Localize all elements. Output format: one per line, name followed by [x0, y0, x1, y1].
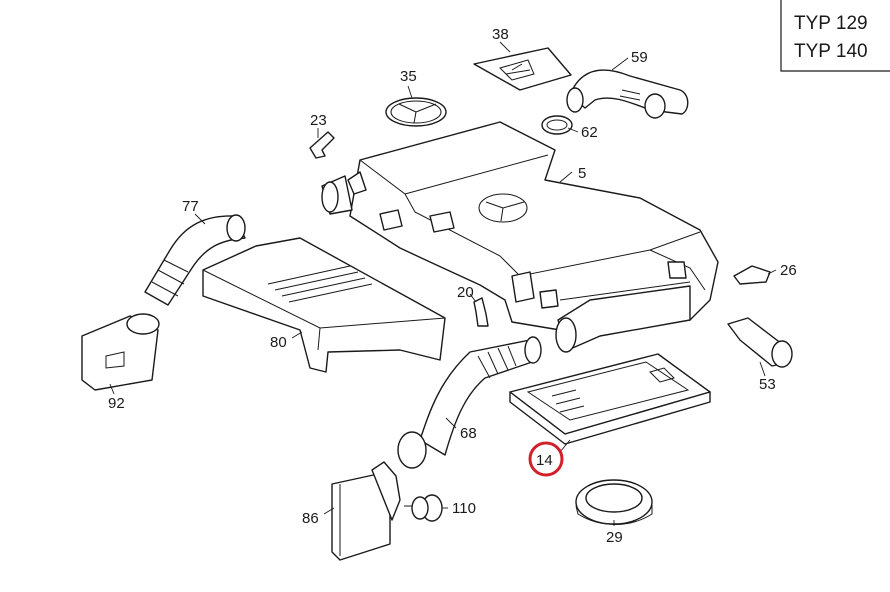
part-92-air-intake[interactable] [81, 313, 160, 391]
label-5: 5 [578, 165, 586, 182]
label-110: 110 [452, 500, 476, 517]
label-38: 38 [492, 26, 509, 43]
part-38-label-plate[interactable] [473, 47, 572, 91]
part-5-air-filter-housing[interactable] [321, 121, 719, 353]
leader-lines [109, 41, 777, 526]
part-53-temperature-sensor[interactable] [727, 317, 793, 368]
label-80: 80 [270, 334, 287, 351]
part-23-clip[interactable] [309, 131, 335, 159]
label-86: 86 [302, 510, 319, 527]
part-86-control-unit[interactable] [331, 461, 401, 561]
label-35: 35 [400, 68, 417, 85]
highlight-circle-14 [528, 441, 564, 477]
part-35-star-emblem[interactable] [385, 97, 447, 127]
label-62: 62 [581, 124, 598, 141]
label-14: 14 [536, 452, 553, 469]
label-53: 53 [759, 376, 776, 393]
part-110-grommet[interactable] [404, 494, 443, 522]
label-20: 20 [457, 284, 474, 301]
part-62-hose-clamp[interactable] [541, 115, 573, 135]
label-59: 59 [631, 49, 648, 66]
label-29: 29 [606, 529, 623, 546]
model-typ-140: TYP 140 [794, 41, 868, 62]
label-92: 92 [108, 395, 125, 412]
part-29-seal-ring[interactable] [575, 479, 653, 525]
part-80-air-duct[interactable] [202, 237, 446, 373]
part-59-intake-hose[interactable] [566, 69, 689, 119]
part-26-retaining-clip[interactable] [733, 265, 771, 285]
part-77-air-hose[interactable] [144, 214, 246, 306]
part-68-intake-pipe[interactable] [397, 336, 542, 469]
part-labels: 38 35 59 62 23 5 77 26 20 80 53 92 68 14… [108, 26, 797, 546]
model-typ-129: TYP 129 [794, 13, 868, 34]
model-box: TYP 129 TYP 140 [780, 0, 890, 72]
label-26: 26 [780, 262, 797, 279]
label-77: 77 [182, 198, 199, 215]
label-68: 68 [460, 425, 477, 442]
part-14-air-filter-element[interactable] [509, 353, 711, 445]
label-23: 23 [310, 112, 327, 129]
part-20-clip[interactable] [473, 297, 489, 327]
